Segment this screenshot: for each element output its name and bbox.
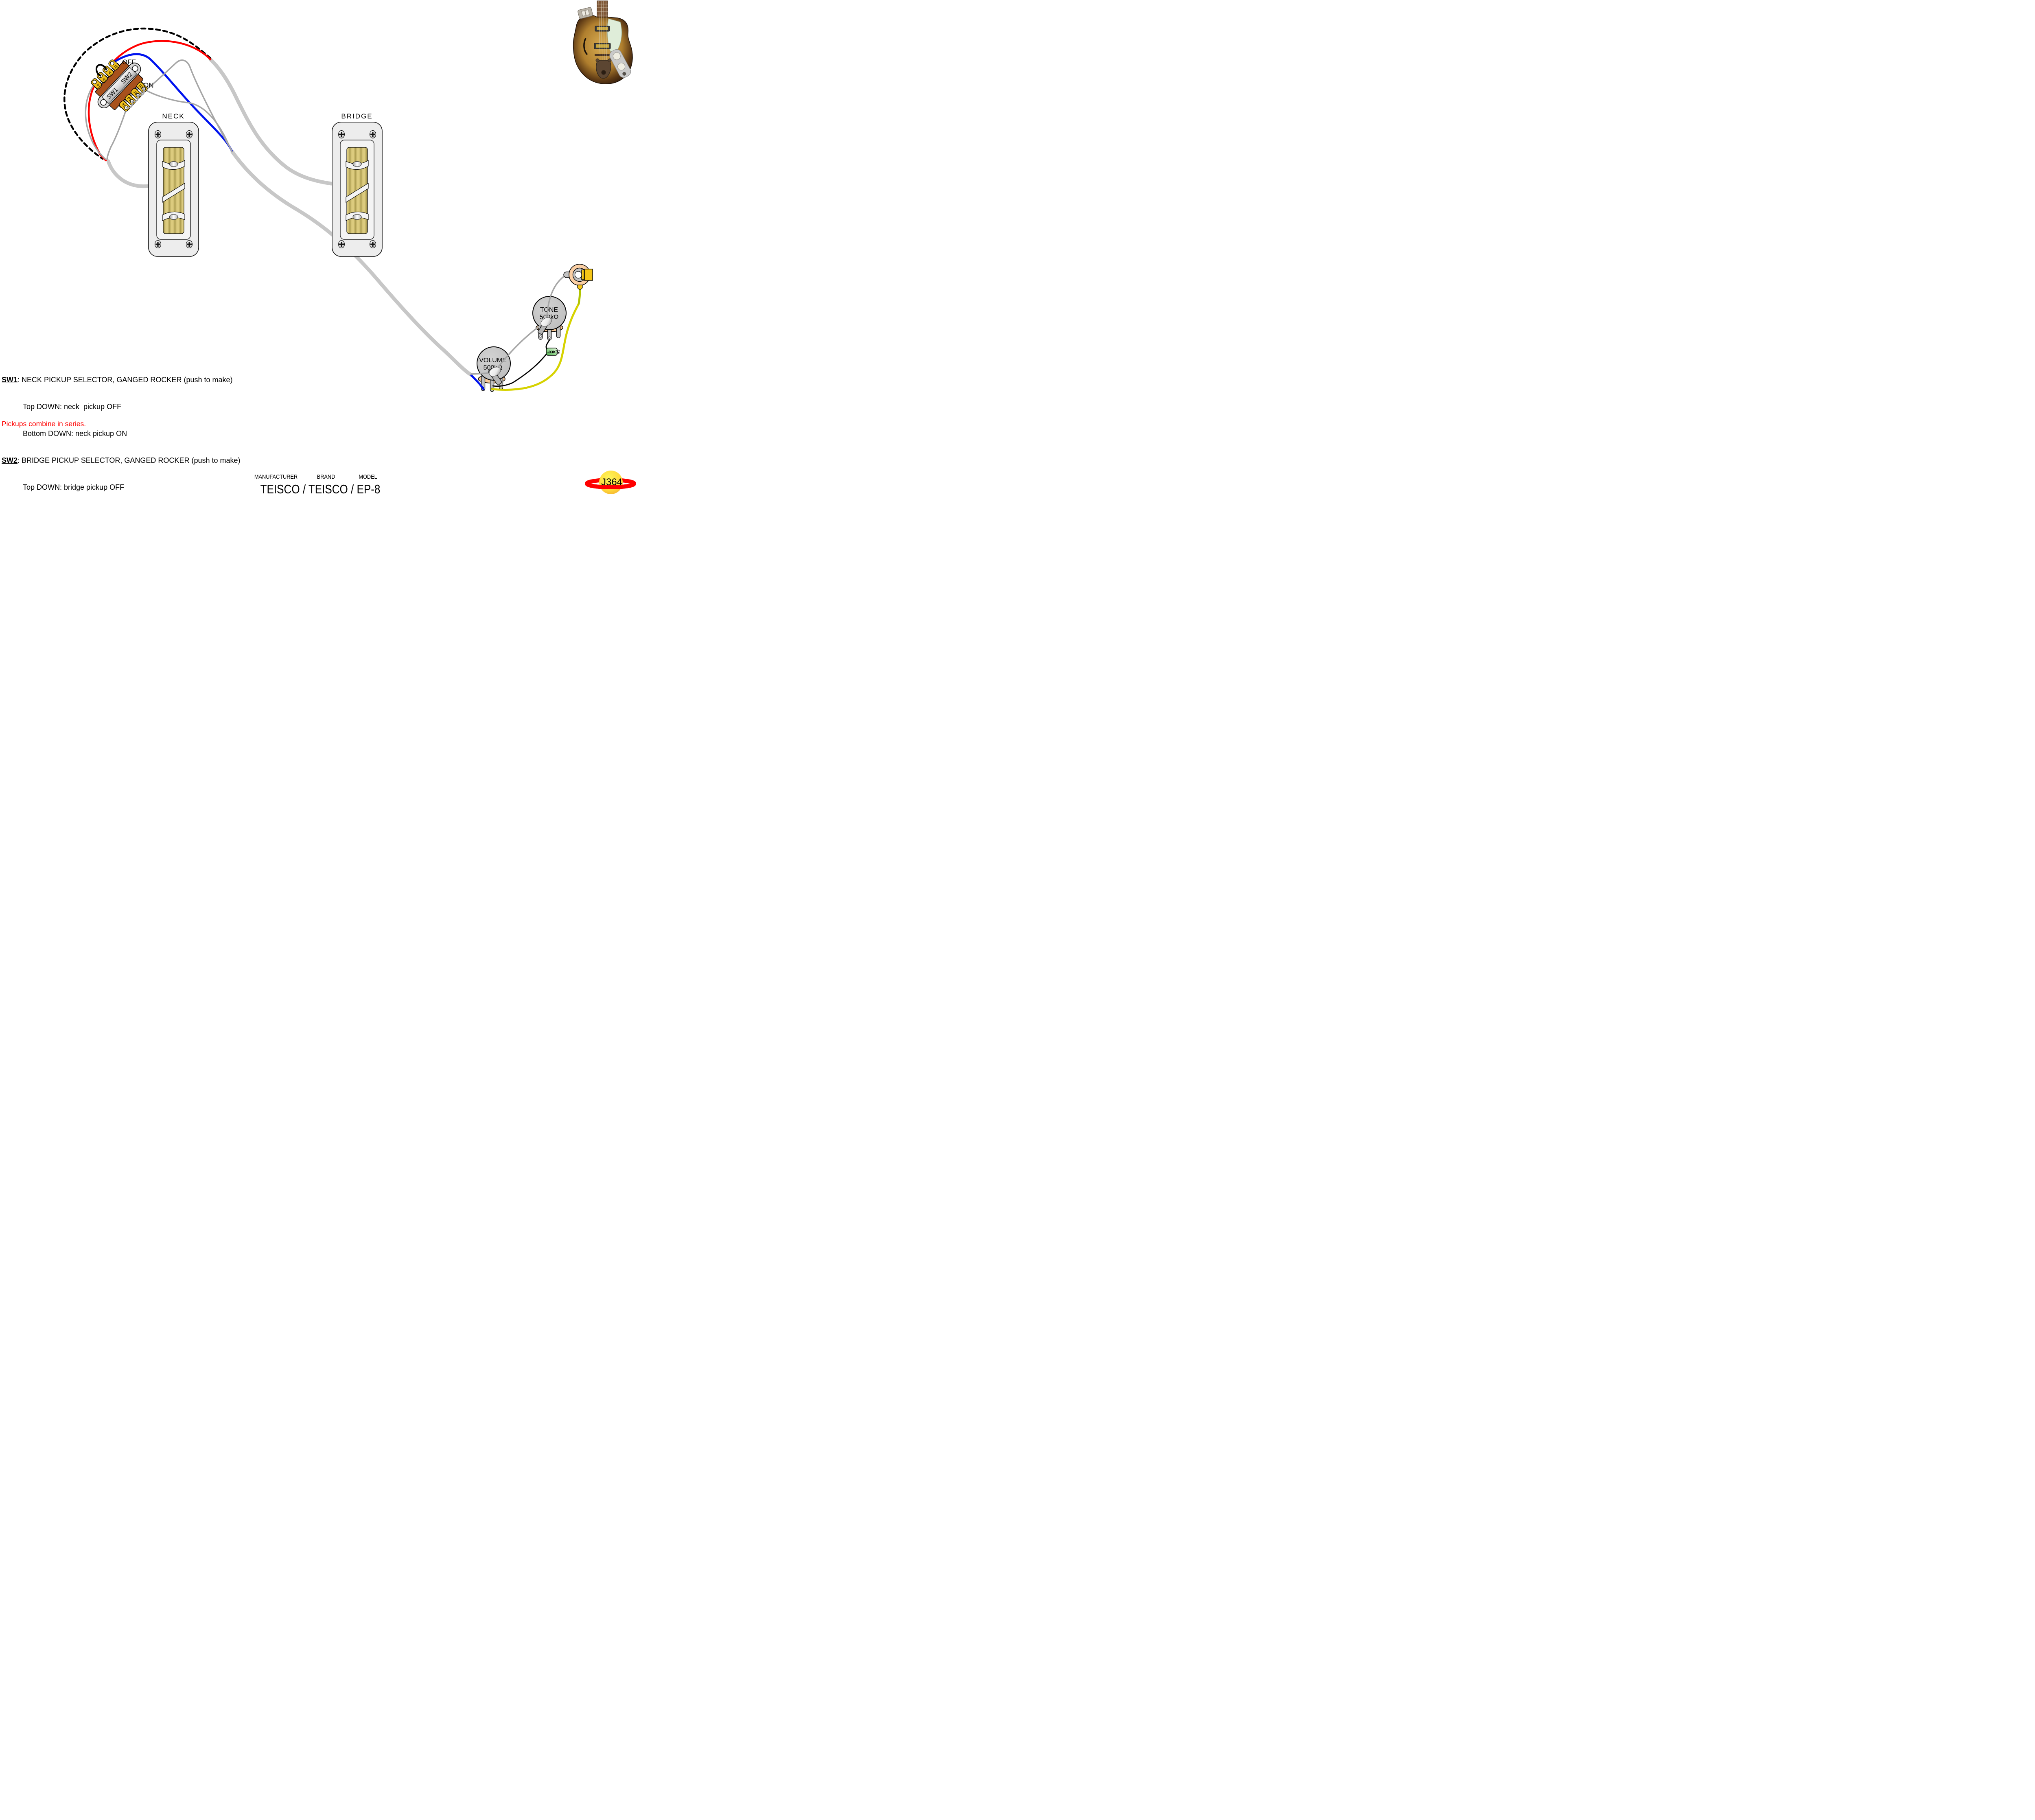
switch-off-label: OFF (122, 58, 136, 66)
black-jumper-2a-1b (95, 64, 107, 77)
capacitor-code: -03KⓈ (547, 349, 560, 355)
guitar-lyre-tailpiece (595, 58, 612, 79)
switch-terminals-bottom: 1c 1d 2c 2d (119, 82, 148, 112)
guitar-switch-plate (578, 7, 593, 19)
pot-body (477, 346, 511, 381)
gray-jumper-2c-2d (137, 88, 145, 96)
footer-col-manufacturer: MANUFACTURER (254, 473, 298, 480)
sw1-top-note: Top DOWN: neck pickup OFF (23, 403, 122, 411)
pole-screw (352, 161, 362, 167)
pole-screw (169, 214, 178, 220)
leg-hole (548, 336, 551, 339)
pole-screw (352, 214, 362, 220)
pot-wire-layer (470, 274, 581, 391)
gray-volume-to-tone (495, 322, 546, 371)
tone-label: TONE (540, 307, 558, 313)
dashed-shield-wire (63, 27, 212, 160)
neck-pickup-label: NECK (162, 112, 184, 120)
sw2-description: : BRIDGE PICKUP SELECTOR, GANGED ROCKER … (18, 456, 241, 464)
rocker-switch: 1a 1b 2a 2b 1c 1d 2c 2d SW1 SW2 (91, 59, 148, 112)
brand-logo: J364 (585, 471, 636, 494)
blue-signal-wire (111, 53, 233, 152)
volume-solder-blob (489, 367, 501, 377)
gray-wire-1c (106, 107, 127, 160)
logo-text: J364 (601, 477, 622, 488)
solder-blobs (488, 317, 552, 385)
gray-wire-2c (137, 59, 233, 152)
guitar-photo (573, 0, 633, 84)
bridge-pickup (332, 122, 383, 257)
sw1-bottom-note: Bottom DOWN: neck pickup ON (23, 429, 127, 438)
logo-ring-front (585, 482, 636, 489)
pickup-screws (155, 130, 193, 248)
jack-hole (574, 271, 582, 279)
sw1-note-heading: SW1: NECK PICKUP SELECTOR, GANGED ROCKER… (2, 375, 241, 384)
footer-col-model: MODEL (359, 473, 377, 480)
guitar-bridge (595, 54, 612, 56)
guitar-strings (598, 0, 607, 66)
gray-wire-1a (85, 83, 106, 160)
gray-jumper-1d-2c (131, 94, 139, 102)
cable-layer (106, 57, 473, 377)
switch-wire-layer (63, 27, 233, 162)
guitar-control-plate (609, 49, 631, 78)
pickup-diagonal (162, 183, 185, 203)
jack-tip-wire (578, 288, 581, 305)
jack-tip-tab (577, 285, 583, 290)
pot-body (532, 296, 567, 330)
volume-label: VOLUME (479, 357, 507, 364)
capacitor: -03KⓈ (546, 348, 560, 356)
sw2-term: SW2 (2, 456, 18, 464)
gray-jumper-1c-1d (125, 101, 133, 109)
guitar-f-hole (583, 38, 588, 55)
rocker-pivot (123, 74, 129, 81)
yellow-output-wire (491, 302, 580, 391)
footer-col-brand: BRAND (317, 473, 335, 480)
pickup-diagonal (346, 183, 369, 203)
jack-connector (581, 269, 584, 280)
diagram-canvas: 1a 1b 2a 2b 1c 1d 2c 2d SW1 SW2 OFF ON (63, 0, 636, 494)
footer-title: TEISCO / TEISCO / EP-8 (260, 482, 381, 496)
pole-screw (169, 161, 178, 167)
blue-tail (470, 374, 485, 390)
tone-solder-blob (540, 317, 552, 327)
wiring-diagram-page: 1a 1b 2a 2b 1c 1d 2c 2d SW1 SW2 OFF ON (0, 0, 638, 496)
sw2-note-heading: SW2: BRIDGE PICKUP SELECTOR, GANGED ROCK… (2, 456, 241, 465)
volume-pot: VOLUME 500kΩ (477, 346, 511, 392)
jack-connector-body (584, 269, 593, 281)
bridge-pickup-label: BRIDGE (341, 112, 372, 120)
sw2-top-note: Top DOWN: bridge pickup OFF (23, 483, 125, 491)
switch-notes: SW1: NECK PICKUP SELECTOR, GANGED ROCKER… (2, 357, 241, 496)
black-cap-to-volume (492, 353, 548, 387)
leg-hole (539, 335, 542, 338)
neck-pickup (148, 122, 199, 257)
gray-wire-2d (143, 88, 233, 152)
sw1-description: : NECK PICKUP SELECTOR, GANGED ROCKER (p… (18, 376, 233, 384)
neck-pickup-cable (106, 159, 151, 188)
rocker-pivot (109, 90, 115, 96)
pickup-screws (338, 130, 376, 248)
output-jack (563, 264, 593, 290)
switch-on-label: ON (143, 81, 154, 89)
output-cable (230, 150, 473, 377)
switch-jumpers (95, 64, 145, 109)
sw1-term: SW1 (2, 376, 18, 384)
bridge-pickup-cable (208, 57, 333, 186)
bridge-hot-wire (111, 40, 212, 64)
series-note: Pickups combine in series. (2, 420, 86, 428)
